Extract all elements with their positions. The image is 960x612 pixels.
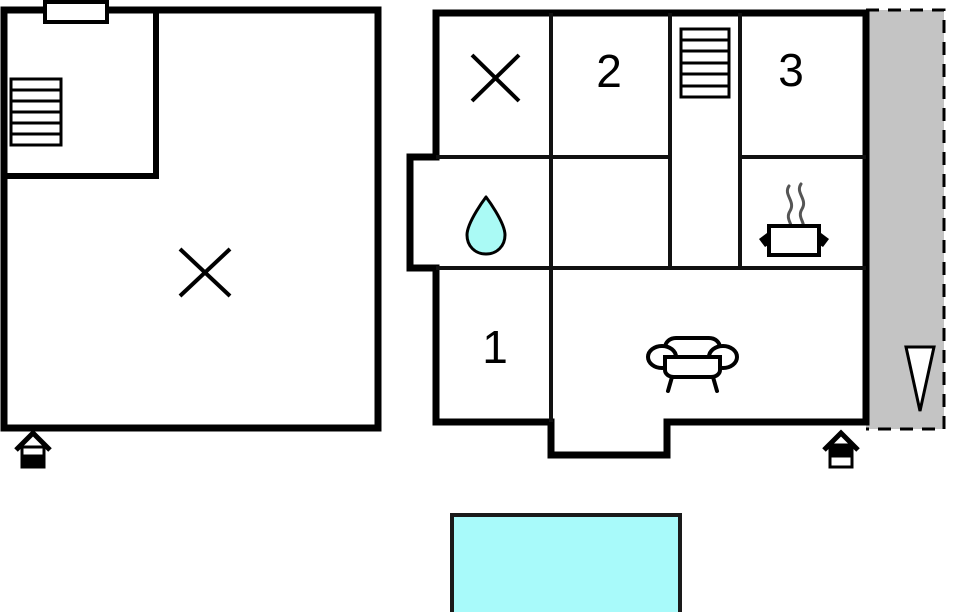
room-label-3: 3	[778, 44, 804, 96]
terrace-dashed-border	[866, 8, 946, 431]
cross-stroke	[178, 247, 232, 298]
pot-body	[767, 224, 821, 257]
house-entry-icon-lower	[828, 454, 854, 469]
house-entry-icon-roof	[14, 429, 52, 452]
pool	[450, 513, 682, 612]
entry-left	[14, 429, 52, 469]
left-building-outline	[0, 6, 382, 432]
stairs-icon-left	[9, 77, 63, 147]
window-icon	[43, 0, 109, 24]
right-building-partitions	[436, 13, 866, 422]
sofa-leg-right	[711, 375, 719, 393]
right-building	[406, 9, 870, 459]
stove-pot-icon	[759, 182, 829, 257]
room-label-1: 1	[482, 321, 508, 373]
sofa-seat	[663, 355, 722, 379]
north-arrow-icon	[904, 345, 936, 412]
stairs-icon-right	[679, 27, 731, 99]
terrace-area	[866, 8, 946, 431]
left-building	[0, 0, 382, 432]
pool-shape	[450, 513, 682, 612]
steam-wisp	[797, 182, 806, 229]
terrace-fill	[866, 10, 944, 429]
house-entry-icon-upper	[828, 443, 854, 458]
cross-icon-right	[470, 53, 521, 103]
house-entry-icon-lower	[20, 454, 46, 469]
cross-icon-left	[178, 247, 232, 298]
water-drop-icon	[465, 195, 507, 256]
left-inner-room-partition	[6, 13, 159, 179]
sofa-icon	[646, 336, 739, 393]
window-frame	[43, 0, 109, 24]
entry-right	[822, 429, 860, 469]
sofa-leg-left	[666, 375, 674, 393]
room-label-2: 2	[596, 45, 622, 97]
water-drop-shape	[465, 195, 507, 256]
cross-stroke	[470, 53, 521, 103]
sofa-back	[663, 336, 722, 360]
